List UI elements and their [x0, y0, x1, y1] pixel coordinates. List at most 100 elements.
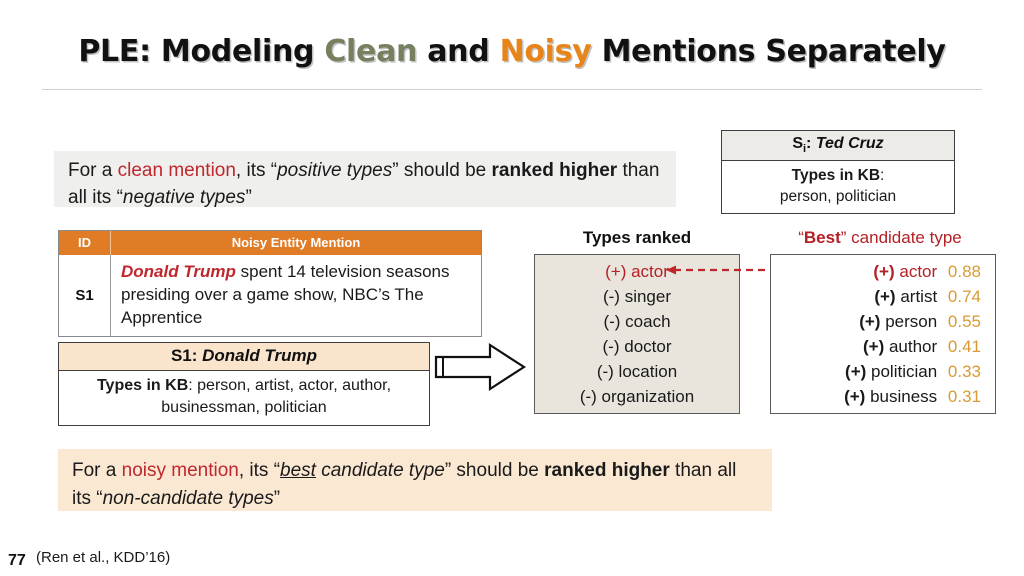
list-item: (-) singer: [535, 284, 739, 309]
best-type-link-arrow-icon: [664, 262, 784, 278]
kb-donald-trump-types-label: Types in KB: [96, 377, 189, 394]
best-sign: (+): [845, 362, 867, 381]
best-keyword: best: [280, 460, 316, 481]
non-candidate-types-term: non-candidate types: [102, 488, 274, 509]
column-header-id: ID: [59, 231, 111, 255]
best-score: 0.31: [947, 387, 981, 406]
kb-donald-trump-id: S1:: [170, 346, 203, 365]
title-part-3: Mentions Separately: [591, 34, 946, 69]
column-header-mention: Noisy Entity Mention: [231, 235, 361, 250]
ranked-sign: (-): [602, 337, 620, 356]
best-sign: (+): [844, 387, 866, 406]
clean-text-1: For a: [68, 160, 118, 181]
highlighted-entity: Donald Trump: [121, 262, 236, 281]
ranked-type: singer: [624, 287, 672, 306]
table-row: S1 Donald Trump spent 14 television seas…: [59, 255, 481, 336]
best-sign: (+): [874, 287, 896, 306]
ranked-type: location: [618, 362, 678, 381]
kb-ted-cruz-subscript: i: [802, 143, 807, 156]
kb-donald-trump-body: Types in KB: person, artist, actor, auth…: [59, 371, 429, 425]
clean-text-5: ”: [245, 187, 252, 208]
clean-text-4: than all its “: [68, 160, 660, 208]
noisy-text-1: For a: [72, 460, 122, 481]
noisy-text-3: ” should be: [444, 460, 545, 481]
kb-ted-cruz-prefix: S: [792, 135, 803, 152]
best-sign: (+): [862, 337, 885, 356]
flow-arrow-right: [432, 340, 528, 394]
best-type: person: [885, 312, 938, 331]
page-title: PLE: Modeling Clean and Noisy Mentions S…: [0, 34, 1024, 69]
best-score: 0.74: [947, 287, 981, 306]
list-item: (-) location: [535, 359, 739, 384]
types-ranked-label: Types ranked: [582, 228, 692, 247]
citation-reference: (Ren et al., KDD’16): [36, 549, 171, 566]
best-score: 0.41: [947, 337, 981, 356]
title-word-noisy: Noisy: [499, 34, 592, 69]
best-score: 0.33: [947, 362, 981, 381]
best-type: business: [870, 387, 938, 406]
ranked-type: actor: [631, 262, 669, 281]
kb-ted-cruz-types-label-line: Types in KB:: [722, 165, 954, 186]
noisy-text-4: than all its “: [72, 460, 737, 509]
clean-text-3: ” should be: [392, 160, 492, 181]
best-sign: (+): [873, 262, 895, 281]
best-type: author: [888, 337, 938, 356]
noisy-text-5: ”: [273, 488, 281, 509]
kb-donald-trump-types-values: person, artist, actor, author, businessm…: [161, 377, 392, 416]
ranked-sign: (-): [596, 362, 614, 381]
list-item: (-) doctor: [535, 334, 739, 359]
best-score: 0.88: [947, 262, 981, 281]
list-item: (+) actor 0.88: [785, 259, 981, 284]
table-header-row: ID Noisy Entity Mention: [59, 231, 481, 255]
list-item: (-) organization: [535, 384, 739, 409]
best-score: 0.55: [947, 312, 981, 331]
clean-text-2: , its “: [235, 160, 278, 181]
title-part-2: and: [417, 34, 500, 69]
ranked-type: organization: [601, 387, 695, 406]
best-candidate-type-label: “Best” candidate type: [766, 228, 994, 248]
kb-ted-cruz-body: Types in KB: person, politician: [722, 161, 954, 213]
best-label-keyword: Best: [803, 228, 841, 247]
ranked-sign: (-): [602, 287, 620, 306]
title-divider: [42, 89, 982, 90]
list-item: (+) author 0.41: [785, 334, 981, 359]
kb-ted-cruz-types-values: person, politician: [779, 188, 897, 206]
best-type: politician: [871, 362, 938, 381]
kb-box-ted-cruz: Si: Ted Cruz Types in KB: person, politi…: [721, 130, 955, 215]
kb-donald-trump-header: S1: Donald Trump: [59, 343, 429, 371]
kb-donald-trump-colon: :: [188, 377, 198, 394]
positive-types-term: positive types: [277, 160, 393, 181]
kb-donald-trump-name: Donald Trump: [202, 346, 318, 365]
ranked-type: doctor: [624, 337, 672, 356]
kb-ted-cruz-types-label: Types in KB: [791, 167, 881, 185]
best-sign: (+): [859, 312, 881, 331]
ranked-sign: (-): [579, 387, 597, 406]
page-number: 77: [8, 552, 26, 569]
kb-ted-cruz-header: Si: Ted Cruz: [722, 131, 954, 162]
candidate-type-term: candidate type: [315, 460, 445, 481]
title-part-1: PLE: Modeling: [78, 34, 325, 69]
best-type: artist: [900, 287, 938, 306]
clean-emphasis: ranked higher: [491, 160, 618, 181]
kb-box-donald-trump: S1: Donald Trump Types in KB: person, ar…: [58, 342, 430, 426]
cell-mention-text: Donald Trump spent 14 television seasons…: [111, 255, 481, 336]
types-ranked-list: (+) actor (-) singer (-) coach (-) docto…: [534, 254, 740, 414]
negative-types-term: negative types: [122, 187, 246, 208]
cell-row-id: S1: [59, 255, 111, 336]
best-candidate-scores-list: (+) actor 0.88 (+) artist 0.74 (+) perso…: [770, 254, 996, 414]
noisy-entity-mention-table: ID Noisy Entity Mention S1 Donald Trump …: [58, 230, 482, 337]
ranked-sign: (-): [603, 312, 621, 331]
noisy-mention-statement: For a noisy mention, its “best candidate…: [58, 449, 772, 511]
list-item: (+) business 0.31: [785, 384, 981, 409]
kb-ted-cruz-name: Ted Cruz: [815, 135, 884, 152]
noisy-text-2: , its “: [238, 460, 281, 481]
mention-sentence-rest: spent 14 television seasons presiding ov…: [121, 262, 450, 327]
best-label-quote-close: ”: [840, 228, 847, 247]
noisy-mention-term: noisy mention: [121, 460, 239, 481]
list-item: (-) coach: [535, 309, 739, 334]
list-item: (+) politician 0.33: [785, 359, 981, 384]
ranked-sign: (+): [605, 262, 627, 281]
best-label-rest: candidate type: [846, 228, 962, 247]
list-item: (+) actor: [535, 259, 739, 284]
best-label-quote-open: “: [798, 228, 804, 247]
